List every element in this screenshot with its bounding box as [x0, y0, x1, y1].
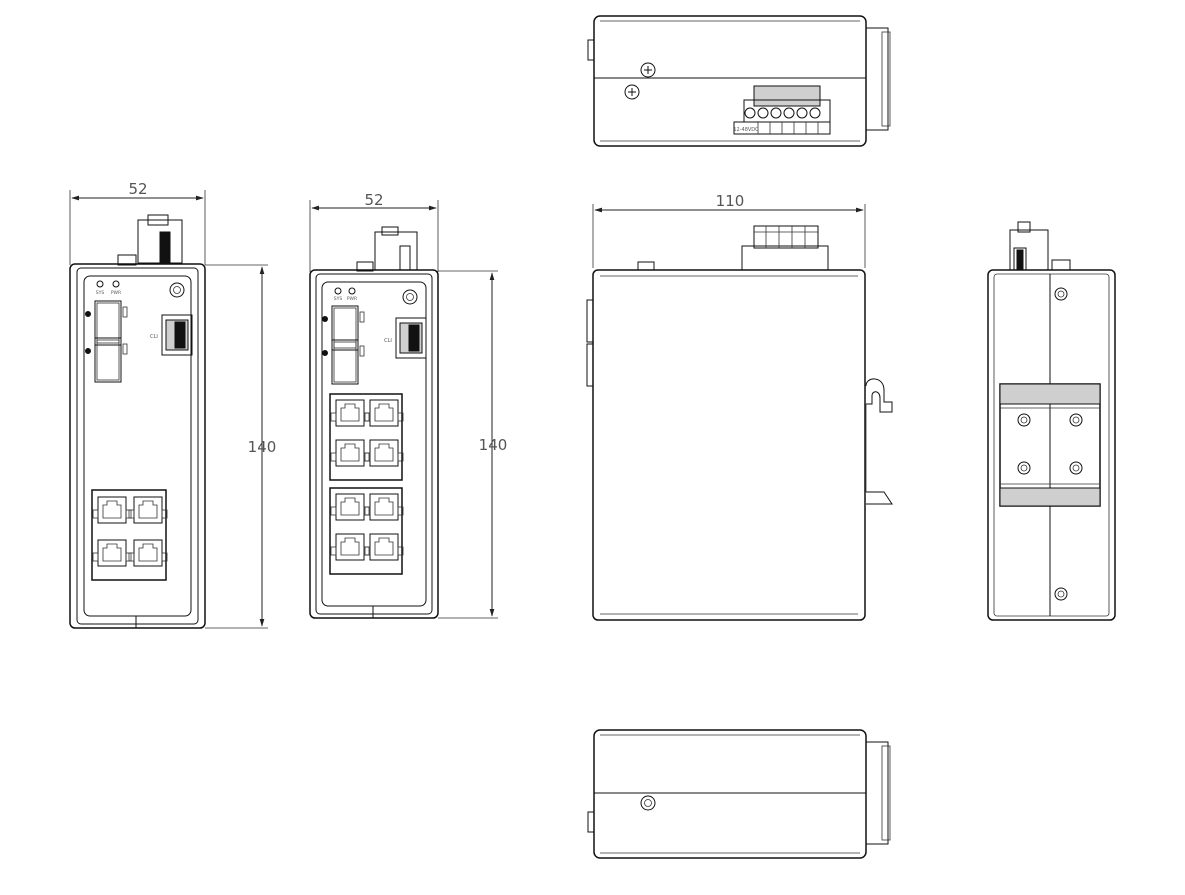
bottom-view — [587, 729, 891, 859]
front-view-8-port: 52 140 SYS PWR CLI — [309, 191, 508, 619]
top-view: 12-48VDC — [587, 15, 891, 147]
dim-height-front-b: 140 — [479, 436, 508, 454]
console-label-a: CLI — [150, 334, 158, 340]
back-view — [987, 221, 1116, 621]
dim-width-front-a: 52 — [128, 180, 147, 198]
terminal-label: 12-48VDC — [733, 127, 759, 133]
side-view: 110 — [586, 192, 893, 621]
console-label-b: CLI — [384, 338, 392, 344]
led-label-pwr-b: PWR — [347, 296, 357, 302]
dim-depth-side: 110 — [716, 192, 745, 210]
dim-height-front-a: 140 — [248, 438, 277, 456]
led-label-pwr-a: PWR — [111, 290, 121, 296]
led-label-sys-b: SYS — [334, 296, 343, 302]
led-label-sys-a: SYS — [96, 290, 105, 296]
front-view-4-port: 52 140 SYS PWR CLI — [69, 180, 277, 629]
dim-width-front-b: 52 — [364, 191, 383, 209]
